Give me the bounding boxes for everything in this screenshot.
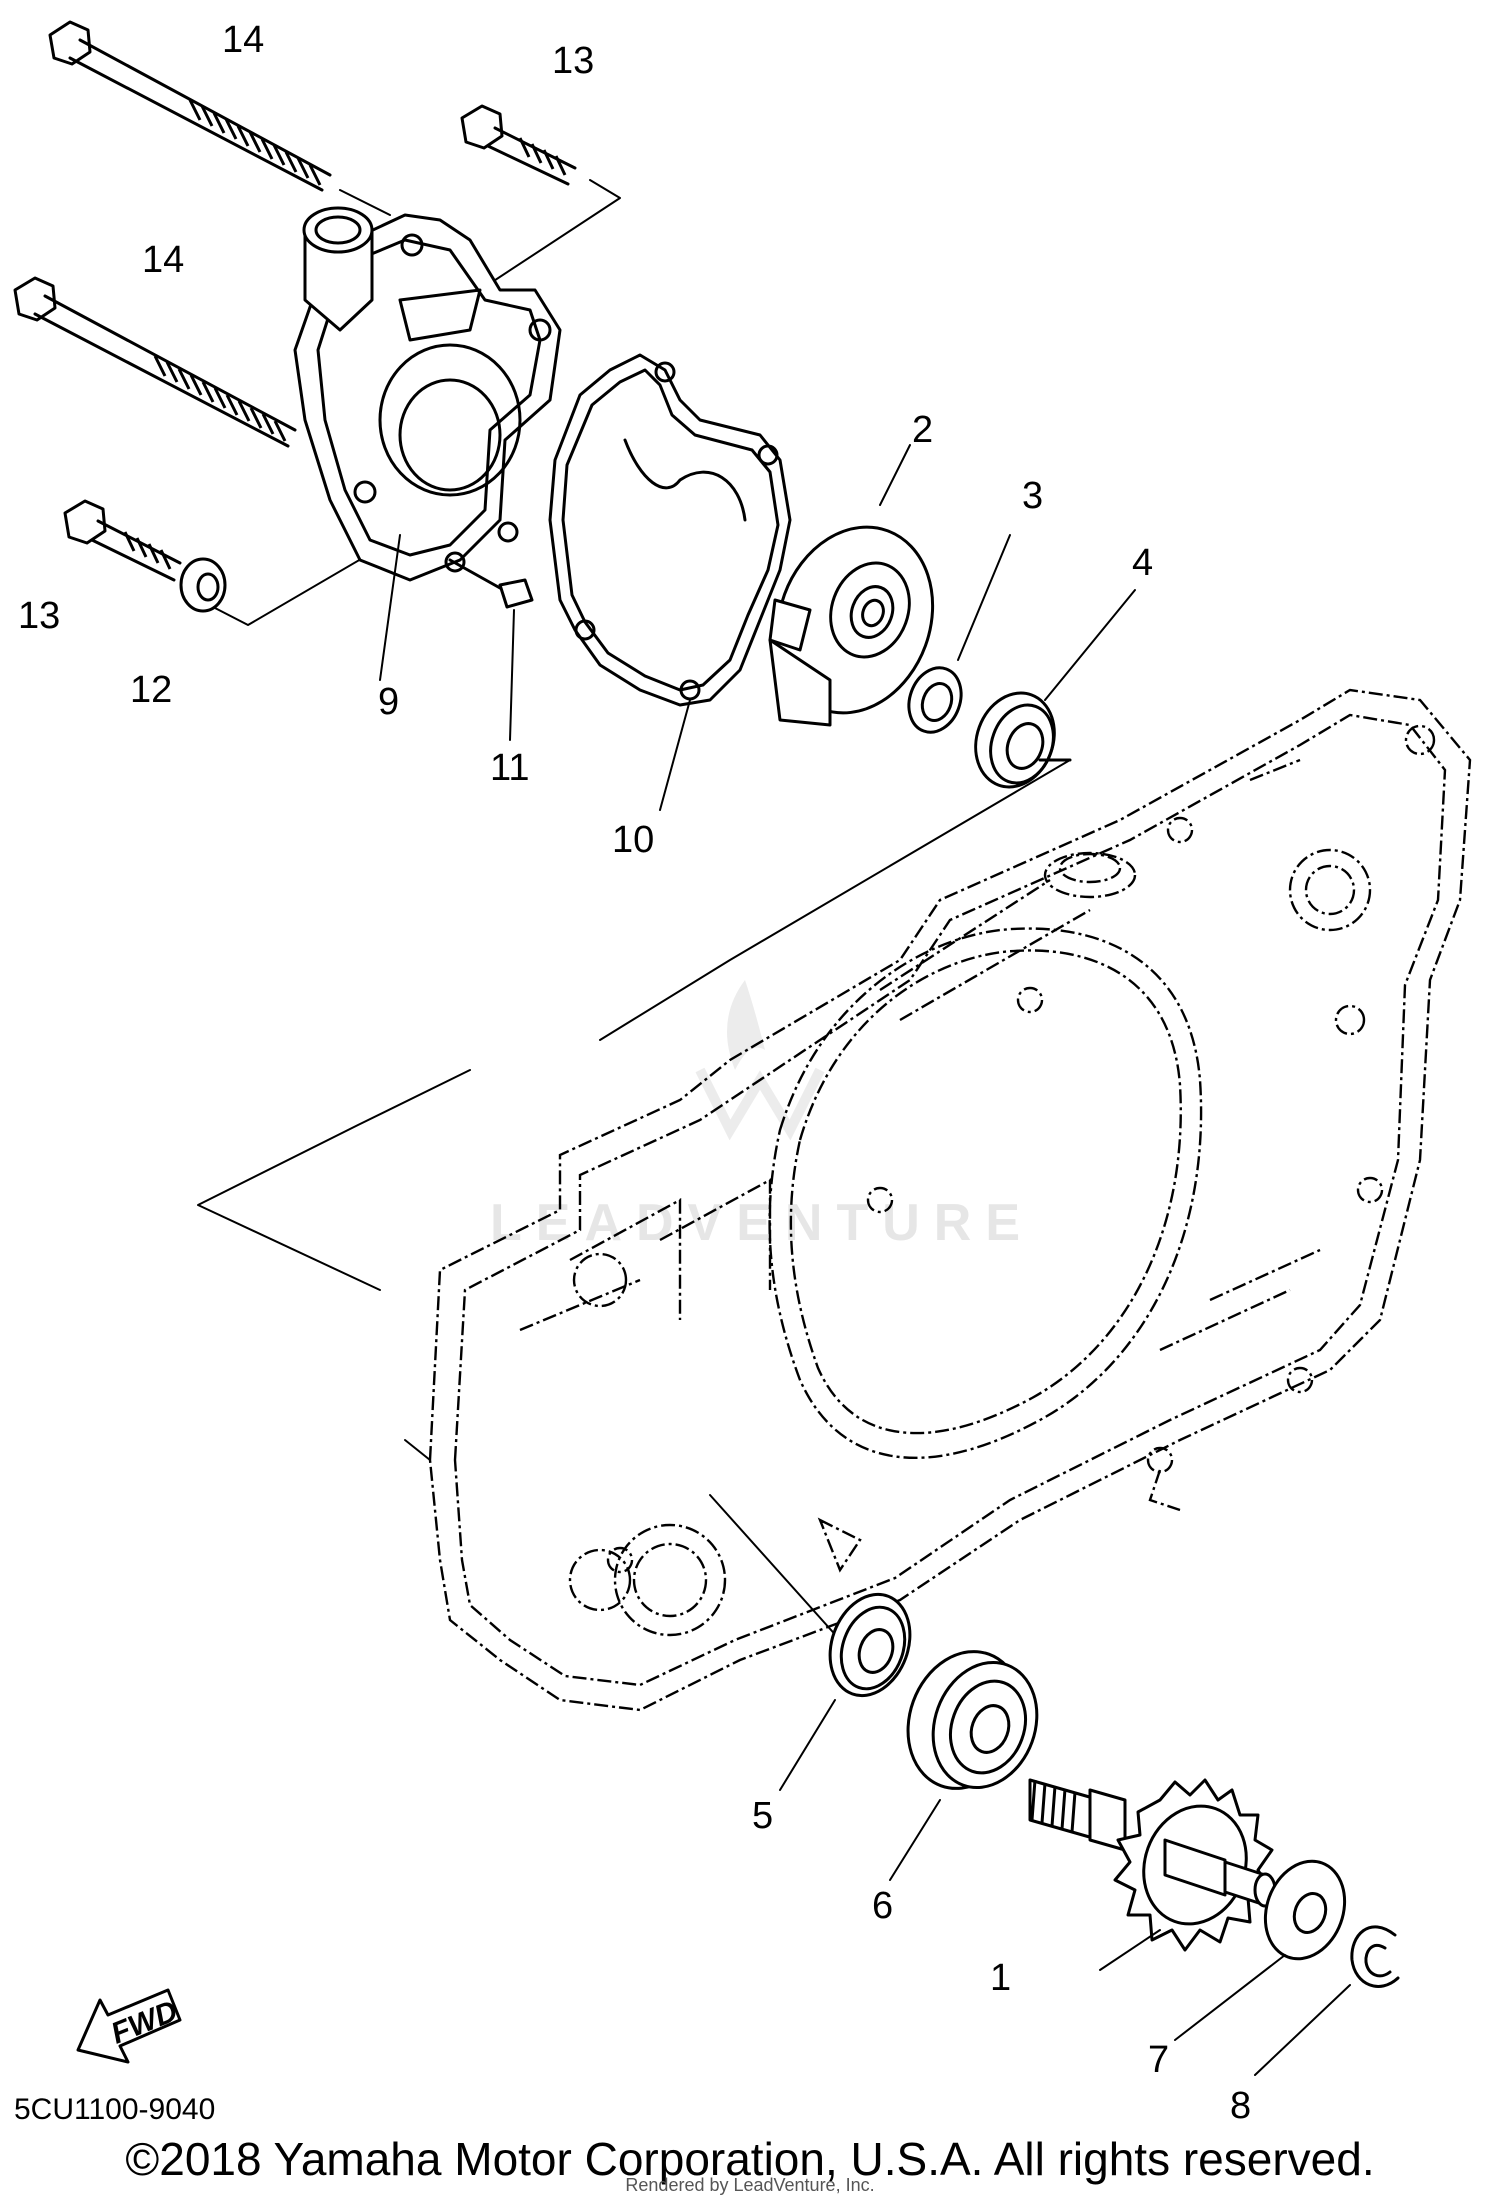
bolt-13-upper: [460, 104, 577, 186]
callout-11: 11: [490, 747, 529, 789]
callout-8: 8: [1230, 2085, 1251, 2127]
bolt-13-leader: [479, 179, 621, 291]
bearing-6: [889, 1650, 1039, 1881]
callout-5: 5: [752, 1795, 773, 1837]
callout-labels: 14 13 14 13 12 9 11 10 2 3 4 5 6 1 7 8: [18, 19, 1251, 2127]
callout-13-upper: 13: [552, 40, 594, 82]
callout-1: 1: [990, 1957, 1011, 1999]
oil-seal-3: [907, 534, 1011, 734]
cover-leader-end: [404, 1439, 431, 1461]
washer-12: [179, 544, 386, 626]
washer-7: [1174, 1859, 1347, 2041]
callout-6: 6: [872, 1885, 893, 1927]
watermark: LEADVENTURE: [490, 980, 1034, 1252]
bolt-14-upper: [48, 20, 332, 192]
drawing-code: 5CU1100-9040: [14, 2093, 216, 2126]
callout-14-upper: 14: [222, 19, 264, 61]
impeller-shaft-gear-1: [1028, 1778, 1277, 1971]
dowel-pin-11: [448, 558, 534, 741]
water-pump-housing-9: [293, 206, 562, 681]
callout-14-lower: 14: [142, 239, 184, 281]
fwd-arrow-icon: FWD: [76, 1988, 182, 2064]
callout-13-lower: 13: [18, 595, 60, 637]
callout-2: 2: [912, 409, 933, 451]
oil-seal-5: [709, 1494, 912, 1791]
callout-7: 7: [1148, 2039, 1169, 2081]
watermark-text: LEADVENTURE: [490, 1194, 1034, 1252]
circlip-8: [1254, 1925, 1400, 2076]
copyright-notice: ©2018 Yamaha Motor Corporation, U.S.A. A…: [125, 2133, 1375, 2185]
callout-12: 12: [130, 669, 172, 711]
crankcase-cover: [428, 688, 1472, 1712]
impeller-2: [768, 444, 935, 727]
cover-leader-lines: [197, 759, 1071, 1291]
bearing-4: [974, 589, 1136, 789]
gasket-10: [548, 353, 792, 811]
callout-10: 10: [612, 819, 654, 861]
callout-3: 3: [1022, 475, 1043, 517]
bolt-14-leader: [339, 189, 391, 216]
callout-9: 9: [378, 681, 399, 723]
bolt-14-lower: [13, 276, 297, 448]
rendered-by-notice: Rendered by LeadVenture, Inc.: [625, 2175, 875, 2195]
callout-4: 4: [1132, 542, 1153, 584]
bolt-13-lower: [63, 499, 182, 582]
